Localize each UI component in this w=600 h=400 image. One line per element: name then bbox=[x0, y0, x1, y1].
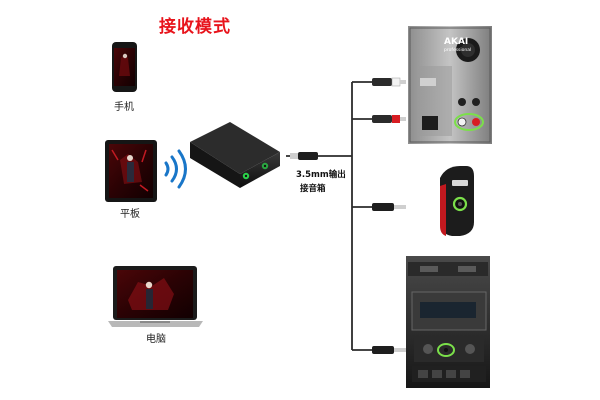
page-title: 接收模式 bbox=[159, 17, 231, 37]
label-laptop: 电脑 bbox=[146, 334, 166, 345]
phone-icon bbox=[112, 42, 137, 92]
jack-plug-portable bbox=[372, 203, 406, 211]
studio-speaker-icon bbox=[408, 26, 492, 144]
jack-plug-main bbox=[290, 152, 318, 160]
wireless-signal-icon bbox=[164, 149, 187, 189]
output-label-line2: 接音箱 bbox=[300, 184, 326, 194]
rca-plug-red bbox=[372, 115, 406, 123]
audio-cable bbox=[286, 81, 372, 351]
label-phone: 手机 bbox=[114, 102, 134, 113]
car-stereo-icon bbox=[406, 256, 490, 388]
bluetooth-receiver-icon bbox=[190, 122, 280, 188]
rca-plug-white bbox=[372, 77, 406, 87]
akai-logo-sub: professional bbox=[444, 47, 471, 53]
portable-speaker-icon bbox=[440, 166, 474, 236]
label-tablet: 平板 bbox=[120, 209, 140, 220]
akai-logo: AKAI bbox=[444, 37, 468, 47]
tablet-icon bbox=[105, 140, 157, 202]
laptop-icon bbox=[108, 266, 203, 327]
output-label-line1: 3.5mm输出 bbox=[296, 170, 346, 180]
jack-plug-car bbox=[372, 346, 406, 354]
